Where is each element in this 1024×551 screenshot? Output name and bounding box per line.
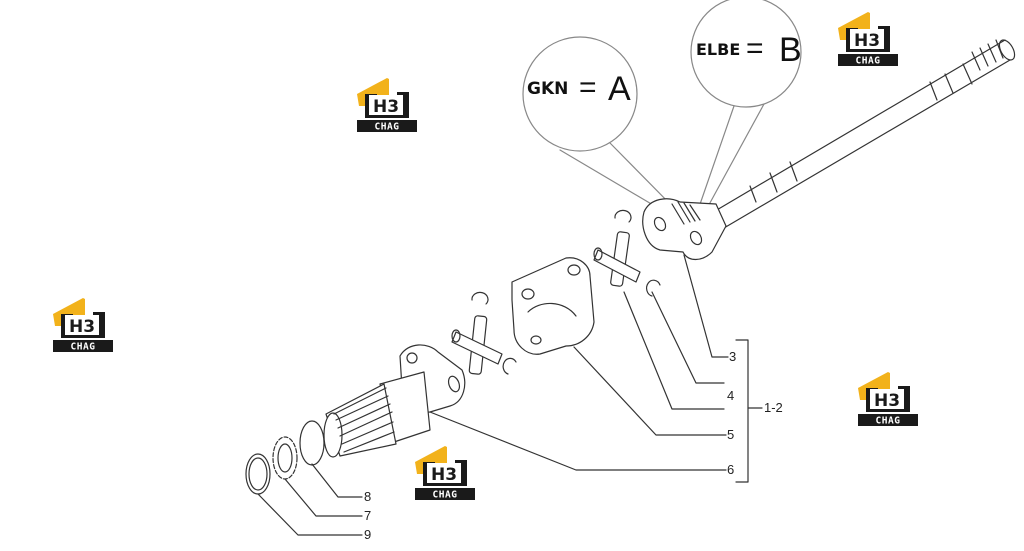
stub-shaft-yoke: [323, 344, 466, 458]
svg-text:A: A: [608, 70, 631, 108]
center-yoke: [511, 257, 595, 355]
snap-ring: [614, 209, 632, 223]
shaft-yoke: [642, 198, 727, 261]
watermark-logo: [858, 372, 918, 427]
svg-text:=: =: [579, 71, 597, 104]
svg-text:=: =: [746, 32, 764, 65]
axle-shaft: [709, 39, 1016, 229]
cross-spider-lower: [451, 315, 503, 375]
label-part-7: 7: [364, 508, 371, 523]
callout-circle-a: [522, 36, 638, 152]
label-part-6: 6: [727, 462, 734, 477]
label-group-1-2: 1-2: [764, 400, 783, 415]
watermark-logo: [415, 446, 475, 501]
watermark-logo: [357, 78, 417, 133]
callout-circle-b: [690, 0, 802, 108]
label-part-9: 9: [364, 527, 371, 542]
callout-b-text: ELBE = B: [696, 31, 802, 69]
svg-text:GKN: GKN: [527, 79, 568, 99]
watermark-logo: [53, 298, 113, 353]
snap-ring: [471, 291, 489, 305]
snap-ring: [646, 279, 661, 297]
label-part-8: 8: [364, 489, 371, 504]
snap-ring: [502, 357, 517, 375]
label-part-3: 3: [729, 349, 736, 364]
label-part-4: 4: [727, 388, 734, 403]
svg-text:ELBE: ELBE: [696, 40, 740, 59]
callout-a-text: GKN = A: [527, 70, 631, 108]
svg-text:B: B: [779, 31, 802, 69]
cross-spider-upper: [593, 231, 641, 287]
seal-washer: [299, 420, 325, 466]
watermark-logo: [838, 12, 898, 67]
label-part-5: 5: [727, 427, 734, 442]
toothed-washer: [272, 436, 298, 480]
